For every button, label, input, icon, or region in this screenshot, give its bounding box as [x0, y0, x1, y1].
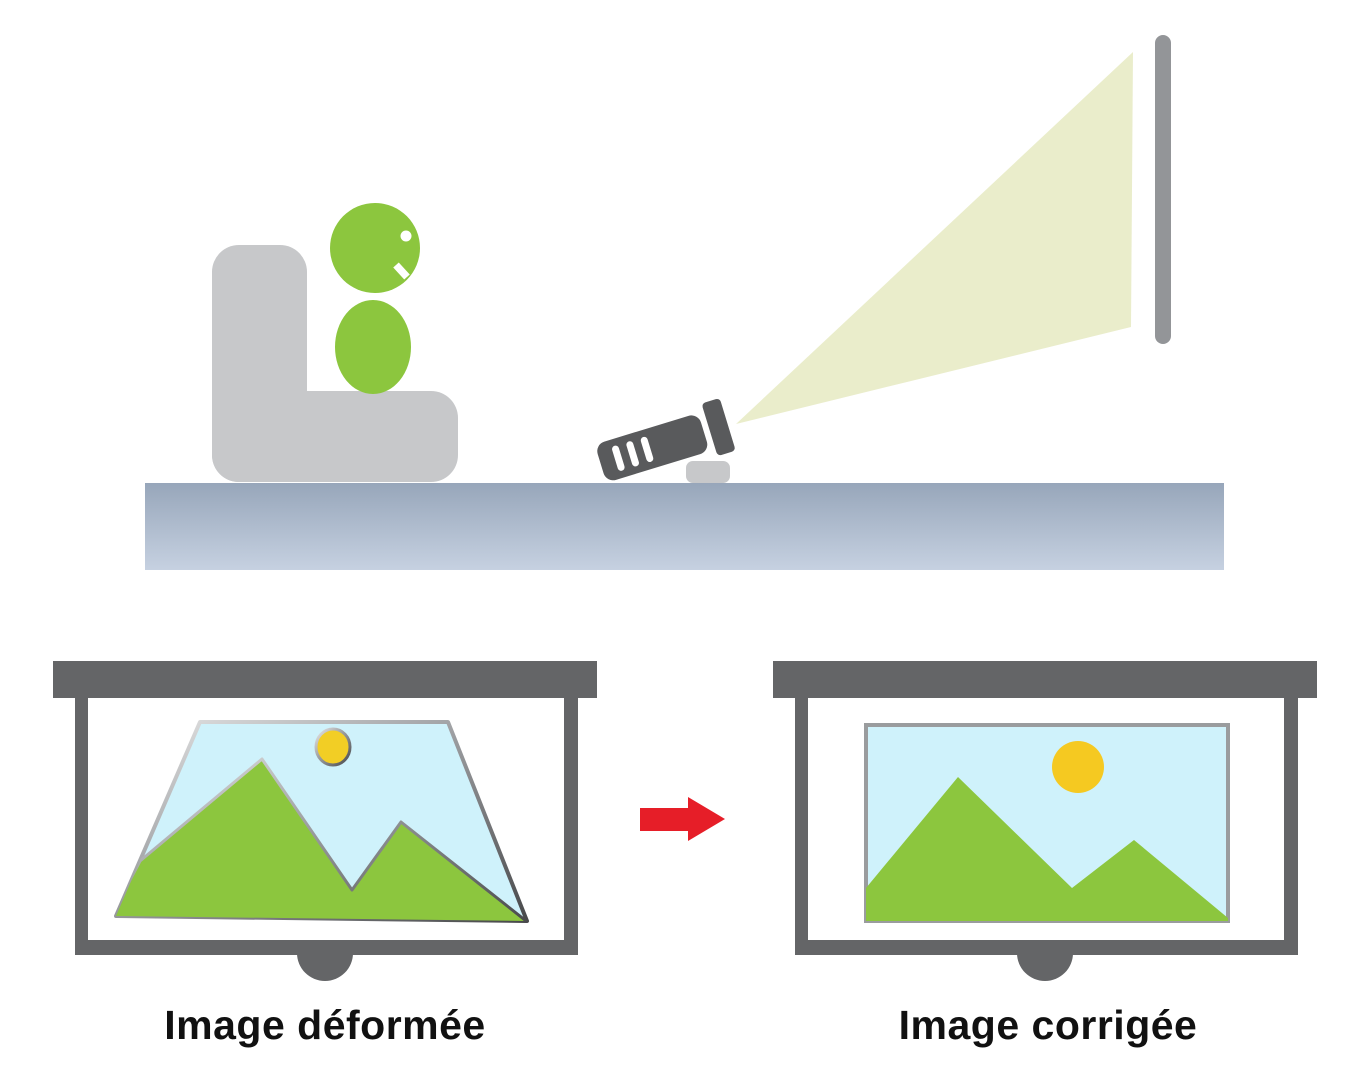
armchair-icon [212, 245, 458, 482]
screen-bottom-border [795, 940, 1298, 955]
caption-corrected-image: Image corrigée [898, 1002, 1198, 1048]
person-eye [400, 230, 412, 242]
screen-right-border [1284, 698, 1298, 955]
screen-top-bar [53, 661, 597, 698]
projector-icon [597, 398, 735, 481]
corrected-image [864, 723, 1230, 923]
sun-icon [1052, 741, 1104, 793]
mountain-landscape-icon [116, 757, 527, 921]
person-head [330, 203, 420, 293]
person-icon [330, 203, 420, 394]
screen-bottom-border [75, 940, 578, 955]
screen-pull-knob-icon [1017, 953, 1073, 981]
projector-stand-icon [686, 461, 730, 483]
right-arrow-icon [640, 797, 725, 841]
projection-beam [736, 52, 1133, 424]
mountain-landscape-icon [866, 777, 1228, 921]
caption-distorted-image: Image déformée [164, 1002, 486, 1048]
screen-pull-knob-icon [297, 953, 353, 981]
person-mouth [393, 262, 410, 280]
screen-left-border [75, 698, 88, 955]
screen-right-border [564, 698, 578, 955]
distorted-image [114, 720, 529, 923]
person-body [335, 300, 411, 394]
screen-left-border [795, 698, 808, 955]
screen-top-bar [773, 661, 1317, 698]
projector-lens [702, 398, 735, 456]
projection-screen-left [53, 661, 597, 981]
sun-icon [314, 727, 352, 767]
projection-screen-right [773, 661, 1317, 981]
wall-screen-icon [1155, 35, 1171, 344]
projector-body [597, 415, 708, 481]
table-icon [145, 483, 1224, 570]
projector-vents [612, 436, 654, 471]
